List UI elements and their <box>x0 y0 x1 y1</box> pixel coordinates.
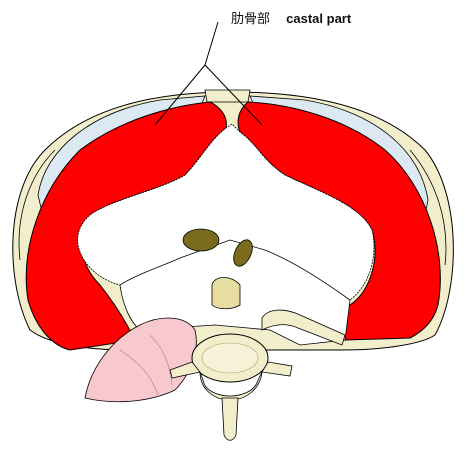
vessel-left <box>182 228 220 252</box>
vessel-right <box>233 239 253 267</box>
label-japanese: 肋骨部 <box>231 12 271 27</box>
sternum-xiphoid <box>204 89 251 103</box>
pointer-line-right <box>204 64 263 126</box>
transverse-process-right <box>261 361 293 377</box>
vertebra-arch <box>199 371 263 401</box>
rib-right <box>261 309 346 346</box>
label-english: castal part <box>286 11 352 26</box>
lung <box>84 317 197 403</box>
pointer-line-top <box>204 21 219 66</box>
vertebra-body-inner <box>201 342 259 374</box>
transverse-process-left <box>169 361 201 379</box>
rib-left-outline <box>18 149 56 261</box>
annotation-label: 肋骨部 castal part <box>231 8 351 27</box>
pointer-line-left <box>154 64 206 126</box>
rib-right-outline <box>409 149 447 266</box>
lung-lobe-line <box>119 349 159 396</box>
spinous-process <box>221 397 239 441</box>
esophagus <box>211 277 241 310</box>
lung-lobe-line-2 <box>149 334 173 386</box>
central-tendon <box>77 123 375 303</box>
